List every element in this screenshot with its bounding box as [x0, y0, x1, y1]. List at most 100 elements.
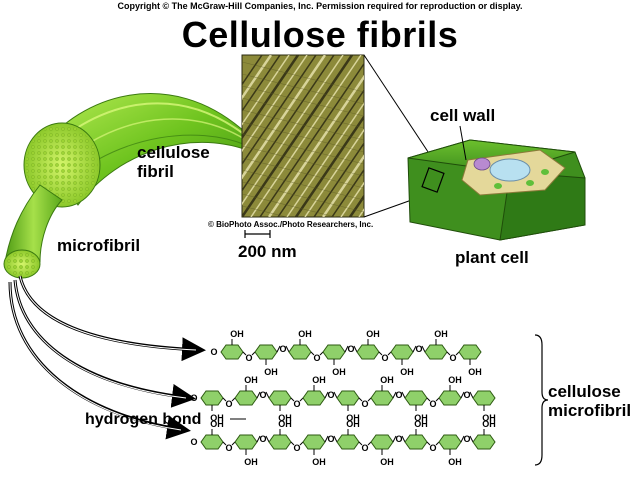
- glycosidic-oxygen-label: O: [293, 443, 300, 453]
- glucose-ring: [200, 390, 224, 406]
- hydroxyl-label: OH: [210, 413, 224, 423]
- hydroxyl-label: OH: [400, 367, 414, 377]
- glycosidic-oxygen-label: O: [225, 399, 232, 409]
- zoom-line-top: [363, 54, 441, 171]
- hydroxyl-label: OH: [346, 413, 360, 423]
- glycosidic-oxygen-label: O: [463, 434, 470, 444]
- hydroxyl-label: OH: [482, 413, 496, 423]
- plant-cell-label: plant cell: [455, 248, 529, 267]
- glucose-ring: [220, 344, 244, 360]
- hydroxyl-label: OH: [468, 367, 482, 377]
- chain-end-oxygen: O: [210, 347, 217, 357]
- glycosidic-oxygen-label: O: [395, 434, 402, 444]
- glycosidic-oxygen-label: O: [259, 390, 266, 400]
- glycosidic-oxygen-label: O: [361, 443, 368, 453]
- cellulose-microfibril-label-line2: microfibril: [548, 401, 632, 420]
- cell-wall-pointer: [459, 125, 467, 161]
- glucose-ring: [268, 434, 292, 450]
- cellulose-microfibril-label: cellulose microfibril: [548, 382, 631, 420]
- glycosidic-oxygen-label: O: [327, 390, 334, 400]
- glucose-ring: [370, 390, 394, 406]
- glucose-ring: [390, 344, 414, 360]
- electron-micrograph: [241, 54, 365, 218]
- glucose-ring: [234, 390, 258, 406]
- glucose-ring: [370, 434, 394, 450]
- glycosidic-oxygen-label: O: [415, 344, 422, 354]
- plant-cell-shape: [407, 139, 586, 241]
- glycosidic-oxygen-label: O: [347, 344, 354, 354]
- cell-wall-label: cell wall: [430, 106, 496, 125]
- glycosidic-oxygen-label: O: [449, 353, 456, 363]
- microfibril-arrows: [8, 275, 206, 440]
- hydroxyl-label: OH: [244, 457, 258, 467]
- hydroxyl-label: OH: [346, 419, 360, 429]
- microfibril-shape: [3, 184, 63, 279]
- hydroxyl-label: OH: [278, 413, 292, 423]
- hydroxyl-label: OH: [380, 375, 394, 385]
- glucose-ring: [302, 434, 326, 450]
- hydroxyl-label: OH: [230, 329, 244, 339]
- glycosidic-oxygen-label: O: [395, 390, 402, 400]
- glycosidic-oxygen-label: O: [279, 344, 286, 354]
- copyright-notice: Copyright © The McGraw-Hill Companies, I…: [117, 1, 523, 11]
- hydroxyl-label: OH: [244, 375, 258, 385]
- hydroxyl-label: OH: [414, 413, 428, 423]
- cellulose-microfibril-label-line1: cellulose: [548, 382, 621, 401]
- glycosidic-oxygen-label: O: [225, 443, 232, 453]
- glycosidic-oxygen-label: O: [327, 434, 334, 444]
- glucose-ring: [356, 344, 380, 360]
- glucose-ring: [472, 390, 496, 406]
- microfibril-bracket: [534, 334, 549, 466]
- hydroxyl-label: OH: [434, 329, 448, 339]
- glucose-ring: [200, 434, 224, 450]
- glycosidic-oxygen-label: O: [245, 353, 252, 363]
- chain-end-oxygen: O: [190, 393, 197, 403]
- photo-credit: © BioPhoto Assoc./Photo Researchers, Inc…: [208, 220, 374, 229]
- glucose-ring: [472, 434, 496, 450]
- hydroxyl-label: OH: [414, 419, 428, 429]
- glucose-ring: [336, 390, 360, 406]
- cellulose-fibril-label-line2: fibril: [137, 162, 174, 181]
- hydrogen-bond-label: hydrogen bond: [85, 411, 202, 428]
- hydroxyl-label: OH: [278, 419, 292, 429]
- cellulose-fibril-label: cellulose fibril: [137, 143, 210, 181]
- hydroxyl-label: OH: [312, 457, 326, 467]
- cellulose-fibril-label-line1: cellulose: [137, 143, 210, 162]
- glycosidic-oxygen-label: O: [381, 353, 388, 363]
- hydroxyl-label: OH: [366, 329, 380, 339]
- glucose-chains: OHOOHOOHOOHOOHOOHOOHOOHOOHOOHOOHOOHOOHOO…: [190, 329, 495, 467]
- glucose-ring: [458, 344, 482, 360]
- page-title: Cellulose fibrils: [181, 14, 459, 55]
- hydroxyl-label: OH: [264, 367, 278, 377]
- glucose-ring: [438, 434, 462, 450]
- glucose-ring: [336, 434, 360, 450]
- scale-bar: [244, 230, 271, 238]
- hydroxyl-label: OH: [482, 419, 496, 429]
- glucose-ring: [288, 344, 312, 360]
- chain-end-oxygen: O: [190, 437, 197, 447]
- glucose-ring: [322, 344, 346, 360]
- hydroxyl-label: OH: [448, 375, 462, 385]
- glycosidic-oxygen-label: O: [361, 399, 368, 409]
- hydroxyl-label: OH: [380, 457, 394, 467]
- hydroxyl-label: OH: [332, 367, 346, 377]
- glycosidic-oxygen-label: O: [293, 399, 300, 409]
- hydroxyl-label: OH: [298, 329, 312, 339]
- cellulose-fibril-shape: [23, 93, 248, 208]
- glycosidic-oxygen-label: O: [313, 353, 320, 363]
- glucose-ring: [404, 390, 428, 406]
- microfibril-label: microfibril: [57, 236, 141, 255]
- glucose-ring: [404, 434, 428, 450]
- glycosidic-oxygen-label: O: [463, 390, 470, 400]
- glucose-ring: [302, 390, 326, 406]
- glucose-ring: [438, 390, 462, 406]
- glycosidic-oxygen-label: O: [429, 399, 436, 409]
- glucose-ring: [254, 344, 278, 360]
- hydroxyl-label: OH: [312, 375, 326, 385]
- hydroxyl-label: OH: [448, 457, 462, 467]
- glycosidic-oxygen-label: O: [429, 443, 436, 453]
- microfibril-arrows-inner: [9, 275, 197, 431]
- scale-bar-label: 200 nm: [238, 242, 297, 261]
- glucose-ring: [268, 390, 292, 406]
